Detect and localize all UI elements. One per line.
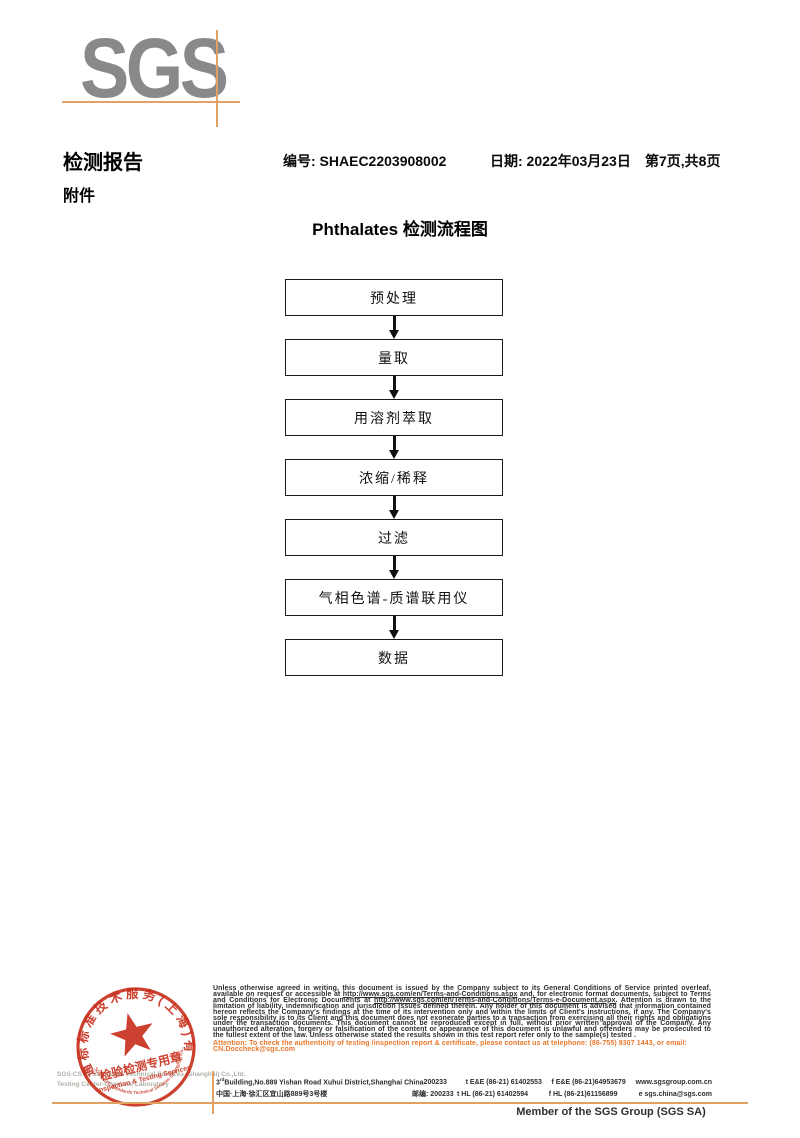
flow-arrow-icon — [285, 616, 503, 639]
legal-link[interactable]: http://www.sgs.com/en/Terms-and-Conditio… — [342, 990, 518, 998]
flow-arrow-icon — [285, 496, 503, 519]
arrow-stem — [392, 616, 396, 630]
company-name-line1: SGS-CSTC Standards Technical Services (S… — [57, 1071, 246, 1078]
arrow-stem — [392, 556, 396, 570]
logo-crosshair-vertical-line — [216, 30, 218, 127]
report-date: 日期: 2022年03月23日 — [490, 153, 631, 169]
legal-link[interactable]: http://www.sgs.com/en/Terms-and-Conditio… — [373, 996, 616, 1004]
arrow-head — [389, 510, 399, 519]
legal-text: Unless otherwise agreed in writing, this… — [213, 985, 712, 1040]
flow-arrow-icon — [285, 376, 503, 399]
flow-arrow-icon — [285, 436, 503, 459]
legal-segment: and, for electronic format documents, su… — [213, 990, 712, 1004]
flow-step-data: 数据 — [285, 639, 503, 676]
address-row-english: 3rdBuilding,No.889 Yishan Road Xuhui Dis… — [216, 1076, 712, 1088]
fax-row1: f E&E (86-21)64953679 — [551, 1078, 626, 1086]
arrow-head — [389, 570, 399, 579]
attachment-label: 附件 — [63, 188, 96, 205]
flow-arrow-icon — [285, 556, 503, 579]
flowchart: 预处理 量取 用溶剂萃取 浓缩/稀释 过滤 气相色谱-质谱联用仪 数据 — [285, 279, 503, 676]
footer-crosshair-vertical-line — [212, 1071, 214, 1114]
flowchart-title: Phthalates 检测流程图 — [312, 220, 488, 239]
logo-crosshair-horizontal-line — [62, 101, 240, 103]
address-row-chinese: 中国·上海·徐汇区宜山路889号3号楼 邮编: 200233 t HL (86-… — [216, 1088, 712, 1100]
flow-step-solvent-extraction: 用溶剂萃取 — [285, 399, 503, 436]
arrow-head — [389, 450, 399, 459]
arrow-head — [389, 630, 399, 639]
address-block: 3rdBuilding,No.889 Yishan Road Xuhui Dis… — [216, 1076, 712, 1100]
company-name-line2: Testing Center-Chemical Laboratory — [57, 1081, 169, 1088]
telephone-row2: t HL (86-21) 61402594 — [457, 1090, 529, 1098]
arrow-head — [389, 330, 399, 339]
flow-arrow-icon — [285, 316, 503, 339]
sgs-logo: SGS — [80, 21, 229, 115]
arrow-stem — [392, 436, 396, 450]
footer-text-column: Unless otherwise agreed in writing, this… — [213, 985, 712, 1054]
arrow-stem — [392, 316, 396, 330]
footer-crosshair-horizontal-line — [52, 1102, 748, 1104]
legal-segment: Unless otherwise agreed in writing, this… — [213, 985, 711, 998]
company-name-english: SGS-CSTC Standards Technical Services (S… — [57, 1070, 267, 1090]
address-english: 3rdBuilding,No.889 Yishan Road Xuhui Dis… — [216, 1077, 424, 1087]
fax-row2: f HL (86-21)61156899 — [548, 1090, 618, 1098]
flow-step-filter: 过滤 — [285, 519, 503, 556]
flow-step-measure: 量取 — [285, 339, 503, 376]
report-number: 编号: SHAEC2203908002 — [283, 153, 447, 169]
arrow-stem — [392, 496, 396, 510]
flow-step-concentrate-dilute: 浓缩/稀释 — [285, 459, 503, 496]
telephone-row1: t E&E (86-21) 61402553 — [465, 1078, 542, 1086]
postcode-english: 200233 — [423, 1078, 447, 1086]
report-title: 检测报告 — [63, 152, 143, 174]
arrow-stem — [392, 376, 396, 390]
inspection-stamp: 通标标准技术服务(上海)有限公司 检验检测专用章 Inspection & Te… — [44, 956, 201, 1112]
arrow-head — [389, 390, 399, 399]
flow-step-gcms: 气相色谱-质谱联用仪 — [285, 579, 503, 616]
flow-step-pretreatment: 预处理 — [285, 279, 503, 316]
postcode-chinese: 邮编: 200233 — [412, 1091, 454, 1098]
email: e sgs.china@sgs.com — [638, 1090, 712, 1098]
page-indicator: 第7页,共8页 — [645, 153, 721, 169]
website: www.sgsgroup.com.cn — [635, 1078, 712, 1086]
sgs-member-text: Member of the SGS Group (SGS SA) — [516, 1106, 706, 1118]
stamp-star-icon — [110, 1013, 153, 1057]
attention-text: Attention: To check the authenticity of … — [213, 1040, 687, 1054]
legal-segment: . Attention is drawn to the limitation o… — [213, 996, 711, 1040]
address-chinese: 中国·上海·徐汇区宜山路889号3号楼 — [216, 1091, 328, 1098]
